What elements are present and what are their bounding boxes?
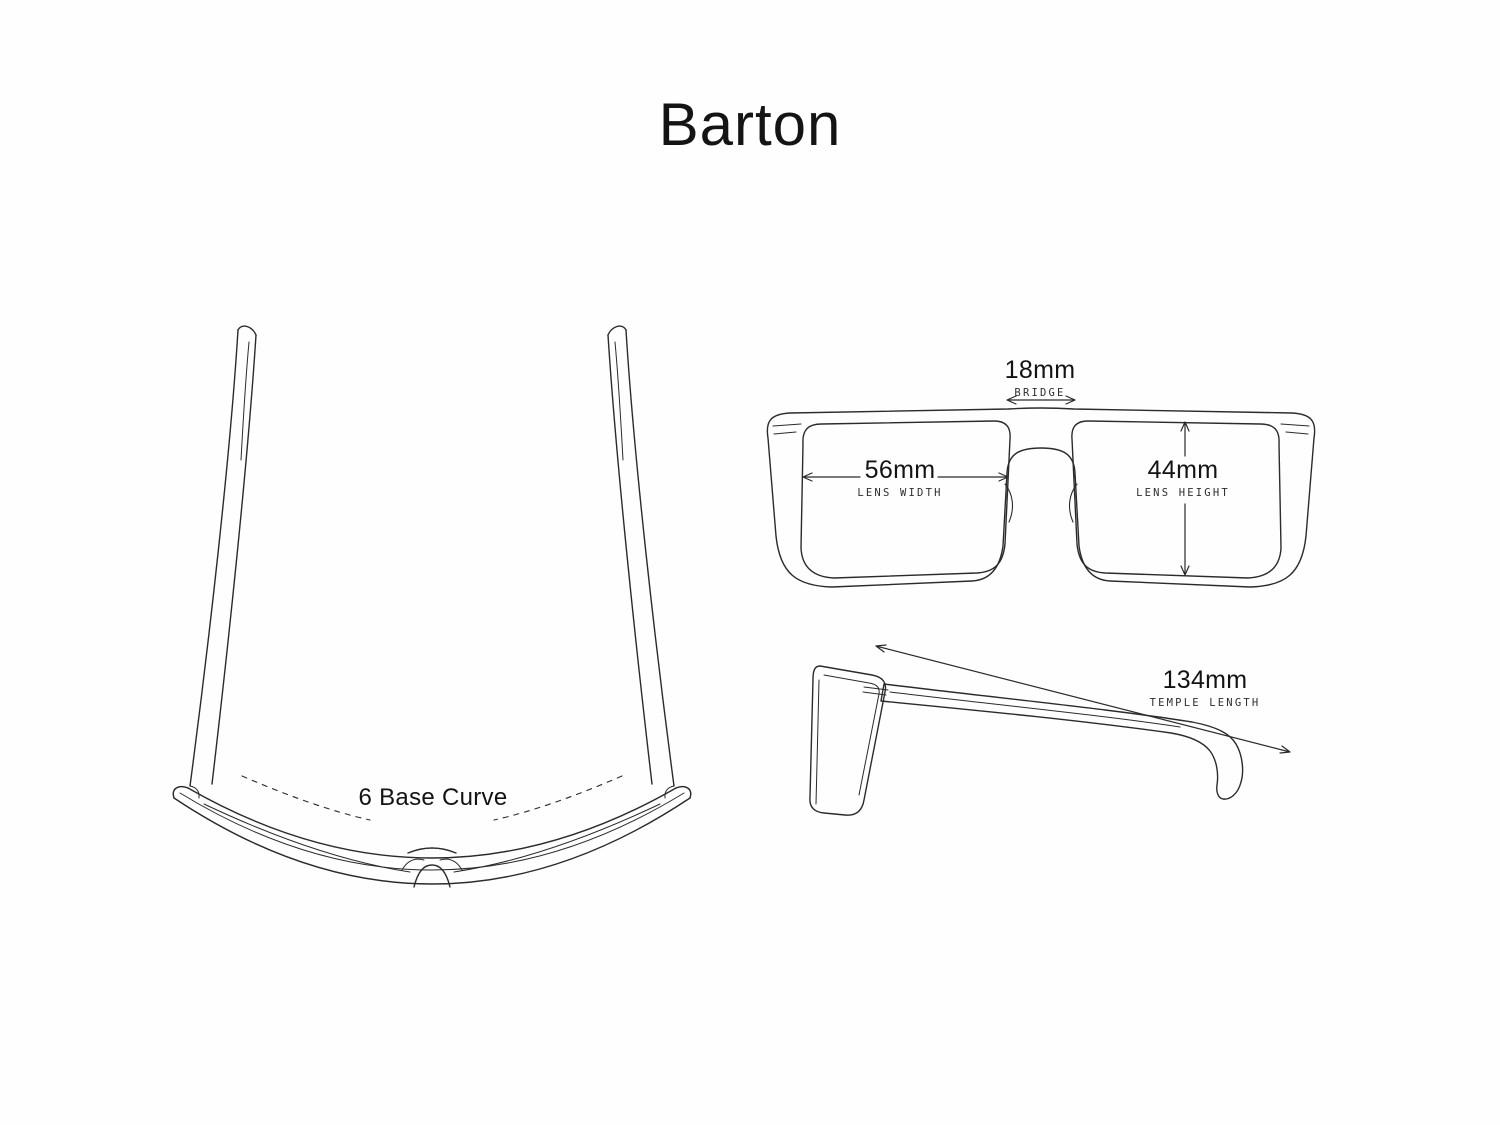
product-title: Barton — [658, 91, 842, 158]
front-view-diagram — [766, 395, 1316, 588]
temple-inner-line — [889, 691, 1181, 728]
temple-length-label: TEMPLE LENGTH — [1149, 697, 1261, 709]
bridge-label: BRIDGE — [1014, 387, 1066, 399]
frame-front-top-view — [172, 785, 692, 885]
lens-height-dimension: 44mm LENS HEIGHT — [1136, 458, 1230, 499]
nose-bridge-top-view — [401, 847, 463, 888]
bridge-arrow — [1006, 395, 1076, 405]
side-view-diagram — [809, 644, 1291, 816]
right-nose-pad — [1068, 483, 1078, 523]
temple-side-profile — [880, 683, 1244, 800]
temple-length-arrow — [875, 644, 1291, 754]
temple-length-value: 134mm — [1162, 666, 1248, 694]
base-curve-dashed-arcs — [241, 775, 623, 821]
lens-height-label: LENS HEIGHT — [1136, 487, 1230, 499]
left-lens — [800, 420, 1011, 579]
bridge-value: 18mm — [1004, 356, 1076, 384]
left-nose-pad — [1004, 483, 1014, 523]
hinge-details — [772, 423, 1310, 435]
lens-side-inner-edge-left — [815, 679, 820, 805]
frame-outline — [766, 407, 1316, 588]
bridge-dimension: 18mm BRIDGE — [1005, 358, 1076, 399]
right-temple — [607, 325, 675, 787]
left-temple — [189, 325, 257, 787]
lens-height-value: 44mm — [1147, 456, 1219, 484]
base-curve-annotation: 6 Base Curve — [358, 786, 507, 810]
lens-width-value: 56mm — [864, 456, 936, 484]
right-lens — [1071, 420, 1282, 579]
base-curve-label: 6 Base Curve — [358, 784, 508, 811]
dimension-arrows — [802, 395, 1190, 576]
lens-height-arrow — [1180, 421, 1190, 576]
lens-width-label: LENS WIDTH — [857, 487, 943, 499]
temple-length-dimension: 134mm TEMPLE LENGTH — [1150, 668, 1261, 709]
top-view-diagram — [172, 325, 692, 888]
lens-width-dimension: 56mm LENS WIDTH — [857, 458, 942, 499]
lens-width-arrow — [802, 472, 1009, 482]
